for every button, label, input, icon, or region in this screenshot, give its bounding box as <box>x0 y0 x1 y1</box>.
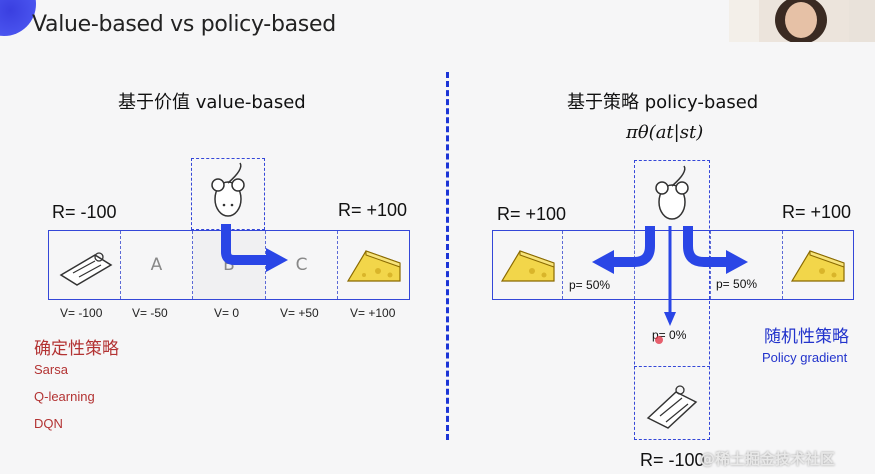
arrow-left <box>612 226 655 267</box>
value-3: V= +50 <box>280 306 319 320</box>
policy-arrows <box>592 226 748 326</box>
prob-right: p= 50% <box>716 277 758 291</box>
mousetrap-icon <box>59 252 112 286</box>
cell-a: A <box>121 231 193 299</box>
cheese-cell-left <box>493 231 563 299</box>
method-sarsa: Sarsa <box>34 362 68 377</box>
value-2: V= 0 <box>214 306 240 320</box>
webcam-overlay <box>729 0 875 42</box>
cheese-cell-right <box>783 231 853 299</box>
cursor-dot <box>655 336 663 344</box>
policy-grid <box>492 230 854 300</box>
move-right-arrow <box>221 224 288 272</box>
cheese-icon-right <box>790 250 845 282</box>
presenter-image <box>729 0 875 42</box>
mouse-icon <box>211 162 245 217</box>
watermark: @稀土掘金技术社区 <box>700 450 836 468</box>
policy-formula: πθ(at|st) <box>626 122 704 143</box>
center-divider <box>446 72 449 440</box>
vertical-column <box>634 160 710 440</box>
method-dqn: DQN <box>34 416 63 431</box>
reward-right-left: R= +100 <box>497 204 567 224</box>
column-separator <box>634 366 710 367</box>
reward-right-right: R= +100 <box>782 202 852 222</box>
cheese-cell <box>338 231 409 299</box>
prob-left: p= 50% <box>569 278 611 292</box>
stochastic-policy-title: 随机性策略 <box>764 327 849 346</box>
reward-left: R= -100 <box>52 202 117 222</box>
cheese-icon <box>346 250 401 282</box>
value-1: V= -50 <box>132 306 168 320</box>
value-4: V= +100 <box>350 306 396 320</box>
reward-bottom: R= -100 <box>640 450 705 470</box>
cell-c: C <box>266 231 338 299</box>
mouse-icon-right <box>655 165 689 220</box>
trap-cell <box>49 231 121 299</box>
corner-decoration <box>0 0 36 36</box>
deterministic-policy-title: 确定性策略 <box>34 339 119 358</box>
cheese-icon-left <box>500 250 555 282</box>
slide-title: Value-based vs policy-based <box>32 12 336 37</box>
method-policy-gradient: Policy gradient <box>762 350 848 365</box>
arrow-right <box>683 226 728 267</box>
policy-cell-3 <box>711 231 783 299</box>
value-based-heading: 基于价值 value-based <box>118 92 306 113</box>
method-q-learning: Q-learning <box>34 389 95 404</box>
mousetrap-icon-bottom <box>646 385 698 429</box>
reward-right: R= +100 <box>338 200 408 220</box>
mouse-start-box <box>191 158 265 230</box>
policy-based-heading: 基于策略 policy-based <box>567 92 759 113</box>
value-0: V= -100 <box>60 306 103 320</box>
